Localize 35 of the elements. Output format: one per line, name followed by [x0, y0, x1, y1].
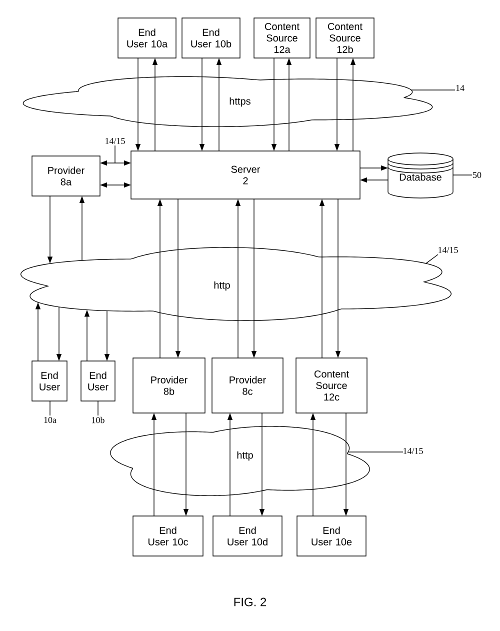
end-user-box: End User 10e	[296, 516, 366, 556]
figure-caption: FIG. 2	[234, 598, 266, 606]
connector-line	[312, 488, 314, 516]
content-source-box: Content Source 12b	[316, 18, 374, 58]
reference-numeral: 14	[456, 85, 464, 91]
node-label: Database	[400, 173, 442, 181]
connector-line	[154, 124, 156, 152]
provider-box: Provider 8b	[132, 358, 206, 414]
reference-numeral: 50	[473, 172, 482, 178]
leader-line	[426, 254, 438, 264]
reference-numeral: 10b	[92, 416, 104, 424]
content-source-box: Content Source 12c	[296, 358, 368, 414]
content-source-box: Content Source 12a	[254, 18, 310, 58]
provider-box: Provider 8a	[32, 156, 100, 196]
server-box: Server 2	[130, 150, 360, 200]
provider-box: Provider 8c	[212, 358, 284, 414]
reference-numeral: 14/15	[404, 448, 423, 454]
connector-line	[336, 58, 338, 80]
connector-line	[218, 126, 220, 152]
end-user-box: End User 10c	[132, 516, 204, 556]
end-user-box: End User 10b	[182, 18, 240, 58]
connector-line	[352, 118, 354, 152]
end-user-box: End User	[32, 360, 68, 402]
network-cloud: http	[110, 426, 370, 496]
reference-numeral: 14/15	[438, 246, 458, 254]
database-cylinder: Database	[388, 152, 454, 198]
end-user-box: End User 10a	[118, 18, 176, 58]
end-user-box: End User	[80, 360, 116, 402]
leader-line	[114, 145, 116, 164]
leader-line	[452, 174, 472, 176]
end-user-box: End User 10d	[212, 516, 282, 556]
network-cloud: https	[22, 76, 433, 128]
reference-numeral: 10a	[44, 416, 56, 424]
reference-numeral: 14/15	[106, 138, 125, 144]
connector-line	[288, 122, 290, 152]
